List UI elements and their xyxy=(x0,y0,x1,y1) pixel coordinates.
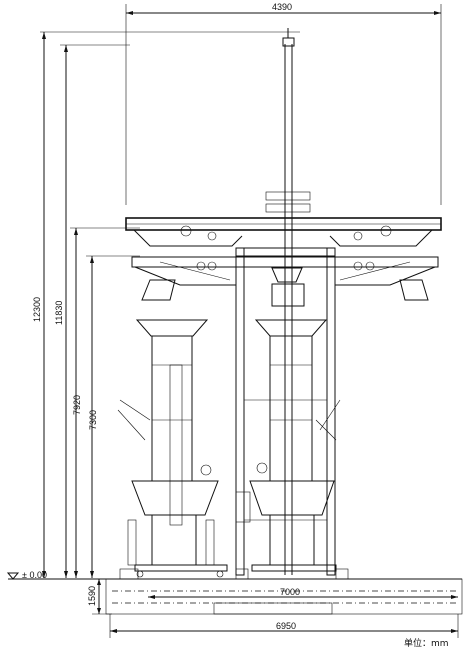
portal-frame xyxy=(235,247,336,576)
top-platform xyxy=(125,217,442,247)
height-lower-label: 7300 xyxy=(88,410,98,430)
left-tower xyxy=(117,319,228,578)
base-total-width-label: 6950 xyxy=(276,621,296,631)
pit-depth-label: 1590 xyxy=(87,586,97,606)
base-inner-width-label: 7000 xyxy=(280,587,300,597)
left-height-dimensions: 12300 11830 7920 7300 xyxy=(32,31,300,578)
height-mid-label: 7920 xyxy=(72,395,82,415)
top-width-dimension: 4390 xyxy=(125,2,442,205)
mast-hopper xyxy=(271,267,305,307)
unit-label: 单位：mm xyxy=(404,637,449,649)
central-mast xyxy=(265,28,311,575)
height-total-label: 12300 xyxy=(32,297,42,322)
top-width-label: 4390 xyxy=(272,2,292,12)
pit-depth-dimension: 1590 xyxy=(87,579,112,615)
foundation: 7000 6950 xyxy=(105,568,463,638)
cantilever-frame xyxy=(131,256,439,301)
height-upper-label: 11830 xyxy=(54,301,64,325)
ground-level-label: ± 0.00 xyxy=(22,570,47,580)
right-tower xyxy=(249,319,341,572)
